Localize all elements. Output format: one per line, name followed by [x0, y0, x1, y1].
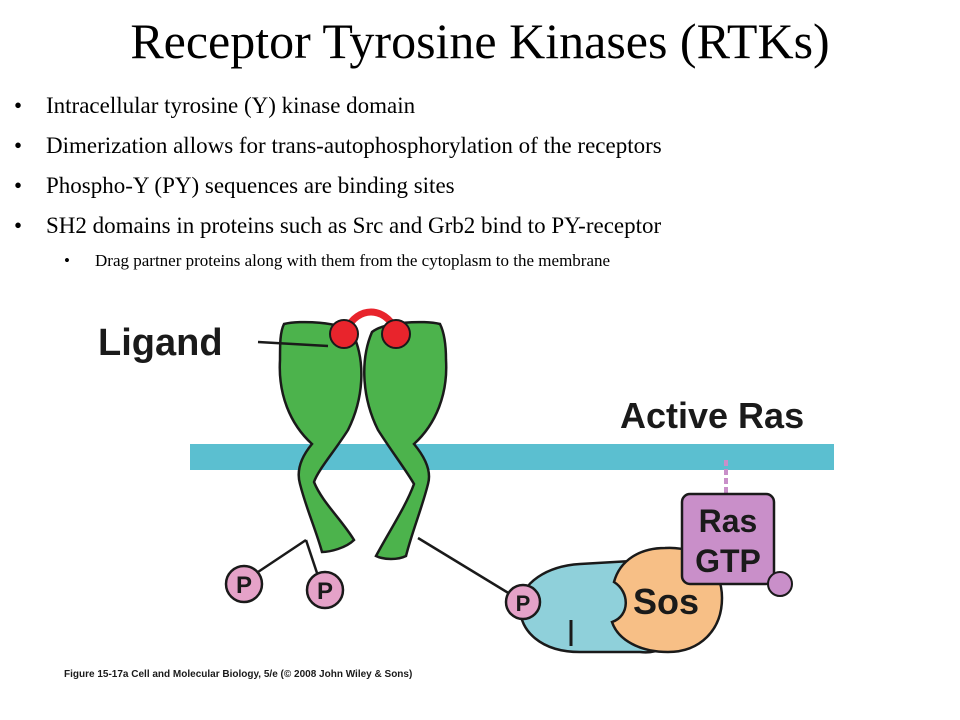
- phospho-stalk: [257, 538, 307, 574]
- figure-caption: Figure 15-17a Cell and Molecular Biology…: [64, 669, 412, 680]
- sos-label: Sos: [633, 581, 699, 622]
- ligand-right: [381, 319, 411, 349]
- phosphate-group: [224, 564, 264, 604]
- bullet-item: Intracellular tyrosine (Y) kinase domain: [0, 86, 960, 126]
- ras-label: Ras: [699, 503, 758, 539]
- bullet-item: SH2 domains in proteins such as Src and …: [0, 206, 960, 246]
- ligand-label: Ligand: [98, 322, 223, 364]
- phospho-label: P: [236, 572, 252, 599]
- phospho-label: P: [516, 591, 531, 616]
- slide-title: Receptor Tyrosine Kinases (RTKs): [130, 13, 830, 69]
- phospho-stalk: [304, 539, 320, 577]
- phosphate-group: [305, 570, 345, 610]
- ras-anchor-dot: [767, 571, 793, 597]
- ligand-left: [329, 319, 359, 349]
- ras-gtp-box: [680, 492, 776, 586]
- bullet-item: Dimerization allows for trans-autophosph…: [0, 126, 960, 166]
- sub-bullet-item: Drag partner proteins along with them fr…: [0, 246, 960, 276]
- phospho-stalk: [417, 536, 511, 596]
- ligand-pointer: [257, 340, 329, 348]
- phosphate-group: [504, 583, 542, 621]
- cell-membrane: [190, 444, 834, 470]
- bullet-item: Phospho-Y (PY) sequences are binding sit…: [0, 166, 960, 206]
- active-ras-label: Active Ras: [620, 395, 804, 436]
- bullet-list: Intracellular tyrosine (Y) kinase domain…: [0, 86, 960, 276]
- receptor-right: [363, 320, 448, 561]
- phospho-label: P: [317, 578, 333, 605]
- receptor-left: [278, 320, 363, 554]
- gtp-label: GTP: [695, 543, 761, 579]
